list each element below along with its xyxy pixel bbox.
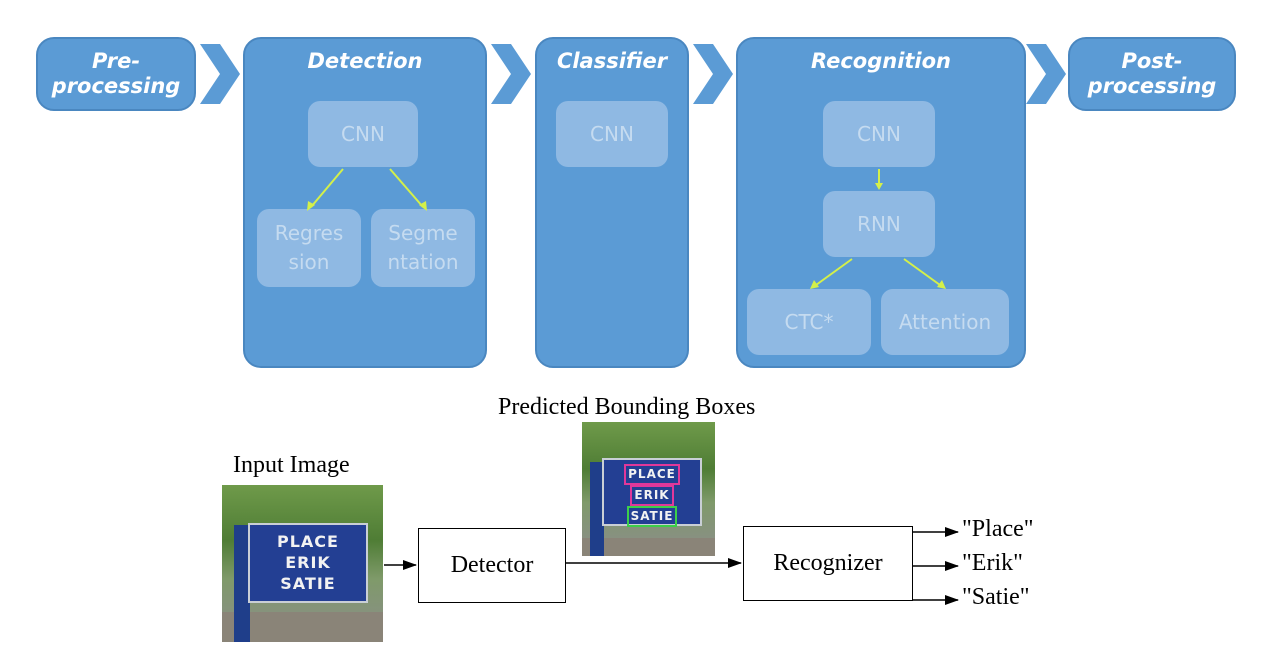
recognizer-box: Recognizer	[743, 526, 913, 601]
detection-stage: Detection CNN Regres sion Segme ntation	[243, 37, 487, 368]
sign-word: SATIE	[280, 574, 336, 593]
detection-cnn-node: CNN	[308, 101, 418, 167]
recognition-title: Recognition	[810, 49, 952, 73]
postprocessing-stage: Post- processing	[1068, 37, 1236, 111]
attention-node: Attention	[881, 289, 1009, 355]
ctc-node: CTC*	[747, 289, 871, 355]
classifier-cnn-node: CNN	[556, 101, 668, 167]
preprocessing-stage: Pre- processing	[36, 37, 196, 111]
rnn-node: RNN	[823, 191, 935, 257]
preprocessing-title: Pre- processing	[51, 49, 181, 98]
recognition-stage: Recognition CNN RNN CTC* Attention	[736, 37, 1026, 368]
output-text: "Place"	[962, 516, 1034, 542]
chevron-arrow-icon	[200, 44, 240, 104]
sign-board: PLACE ERIK SATIE	[602, 458, 702, 527]
detection-title: Detection	[307, 49, 423, 73]
predicted-image: PLACE ERIK SATIE	[582, 422, 715, 556]
output-text: "Satie"	[962, 584, 1030, 610]
input-image: PLACE ERIK SATIE	[222, 485, 383, 642]
input-image-label: Input Image	[233, 452, 350, 478]
bounding-box: ERIK	[630, 485, 674, 506]
postprocessing-title: Post- processing	[1087, 49, 1217, 98]
regression-node: Regres sion	[257, 209, 361, 287]
bounding-box: PLACE	[624, 464, 680, 485]
chevron-arrow-icon	[693, 44, 733, 104]
chevron-arrow-icon	[491, 44, 531, 104]
predicted-boxes-label: Predicted Bounding Boxes	[498, 394, 756, 420]
bounding-box: SATIE	[626, 506, 678, 527]
sign-word: ERIK	[285, 553, 331, 572]
segmentation-node: Segme ntation	[371, 209, 475, 287]
detector-box: Detector	[418, 528, 566, 603]
recognition-cnn-node: CNN	[823, 101, 935, 167]
recognition-arrows	[810, 169, 946, 289]
classifier-stage: Classifier CNN	[535, 37, 689, 368]
classifier-title: Classifier	[556, 49, 668, 73]
sign-board: PLACE ERIK SATIE	[248, 523, 368, 603]
detection-arrows	[307, 168, 427, 211]
chevron-arrow-icon	[1026, 44, 1066, 104]
output-text: "Erik"	[962, 550, 1023, 576]
sign-word: PLACE	[277, 532, 339, 551]
